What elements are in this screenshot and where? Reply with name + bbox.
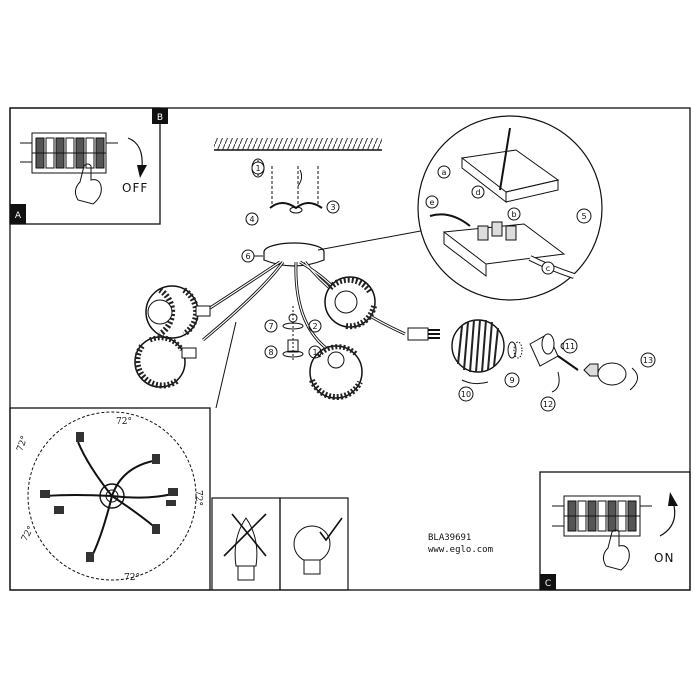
wiring-letter-d: d [471, 185, 485, 199]
svg-text:d: d [475, 188, 480, 197]
angle-label-top: 72° [116, 417, 132, 427]
retaining-ring [507, 341, 523, 359]
globe-shade-2 [134, 335, 197, 389]
step-marker-10: 10 [458, 386, 474, 402]
hand-on-icon [602, 529, 630, 571]
step-marker-2: 2 [308, 319, 322, 333]
svg-text:8: 8 [268, 348, 273, 357]
globe-bulb-allowed [279, 497, 349, 591]
lamp-arms-inner [202, 261, 406, 349]
svg-text:9: 9 [509, 376, 514, 385]
step-marker-4: 4 [245, 212, 259, 226]
step-marker-7: 7 [264, 319, 278, 333]
step-marker-1c: 1 [308, 345, 322, 359]
globe-shade-1 [145, 285, 211, 339]
lamp-socket-right [407, 327, 440, 341]
globe-shade-3 [324, 276, 377, 330]
rotate-arrow-2-icon [551, 371, 560, 393]
svg-text:e: e [430, 198, 435, 207]
svg-text:5: 5 [581, 212, 586, 221]
fuse-box-on [552, 495, 652, 537]
globe-shade-4 [309, 344, 363, 401]
step-marker-8: 8 [264, 345, 278, 359]
center-screw-parts [282, 306, 304, 360]
panel-letter-b: B [157, 113, 163, 123]
fuse-box-off [20, 132, 118, 174]
svg-text:12: 12 [543, 400, 553, 409]
ceiling-hatching [214, 138, 382, 151]
switch-on-arrow-icon [659, 505, 676, 537]
svg-text:1: 1 [255, 164, 260, 173]
switch-off-arrow-icon [127, 137, 143, 169]
svg-text:7: 7 [268, 322, 273, 331]
panel-letter-c: C [545, 579, 551, 589]
power-off-panel: B A OFF [9, 107, 168, 225]
step-marker-13: 13 [640, 352, 656, 368]
angle-diagram-panel: 72° 72° 72° 72° 72° [9, 407, 211, 591]
bulb-e14 [583, 362, 627, 386]
wiring-letter-c: c [541, 261, 555, 275]
step-marker-1b: 1 [251, 161, 265, 175]
step-marker-3: 3 [326, 200, 340, 214]
svg-text:6: 6 [245, 252, 250, 261]
angle-label-right: 72° [193, 490, 203, 506]
wiring-letter-e: e [425, 195, 439, 209]
svg-text:3: 3 [330, 203, 335, 212]
leader-line-wiring [317, 229, 427, 251]
svg-text:c: c [546, 264, 550, 273]
svg-text:10: 10 [461, 390, 471, 399]
step-marker-6: 6 [241, 249, 263, 263]
step-marker-5: 5 [576, 208, 592, 224]
rotate-arrow-icon [461, 379, 489, 385]
rotate-arrow-3-icon [629, 367, 638, 391]
angle-label-left: 72° [15, 435, 30, 453]
svg-text:13: 13 [643, 356, 653, 365]
wiring-letter-b: b [507, 207, 521, 221]
angle-label-bottom: 72° [124, 573, 140, 583]
product-website: www.eglo.com [428, 545, 493, 555]
svg-text:a: a [442, 168, 447, 177]
svg-text:1: 1 [312, 348, 317, 357]
step-marker-9: 9 [504, 372, 520, 388]
canopy [263, 242, 325, 267]
globe-detail [451, 319, 505, 373]
off-label: OFF [122, 181, 148, 195]
outer-frame [9, 107, 691, 591]
svg-text:b: b [511, 210, 516, 219]
svg-text:11: 11 [565, 342, 575, 351]
hand-icon [74, 163, 102, 205]
leader-line-angles [215, 321, 237, 409]
candle-bulb-not-allowed [211, 497, 281, 591]
svg-text:2: 2 [312, 322, 317, 331]
on-label: ON [654, 551, 674, 565]
product-code: BLA39691 [428, 533, 471, 543]
svg-text:4: 4 [249, 215, 254, 224]
step-marker-12: 12 [540, 396, 556, 412]
panel-letter-a: A [15, 211, 22, 221]
wiring-letter-a: a [437, 165, 451, 179]
power-on-panel: C ON [539, 471, 691, 591]
wiring-detail-circle: a d b e c 5 [417, 115, 603, 301]
step-marker-11: 11 [562, 338, 578, 354]
